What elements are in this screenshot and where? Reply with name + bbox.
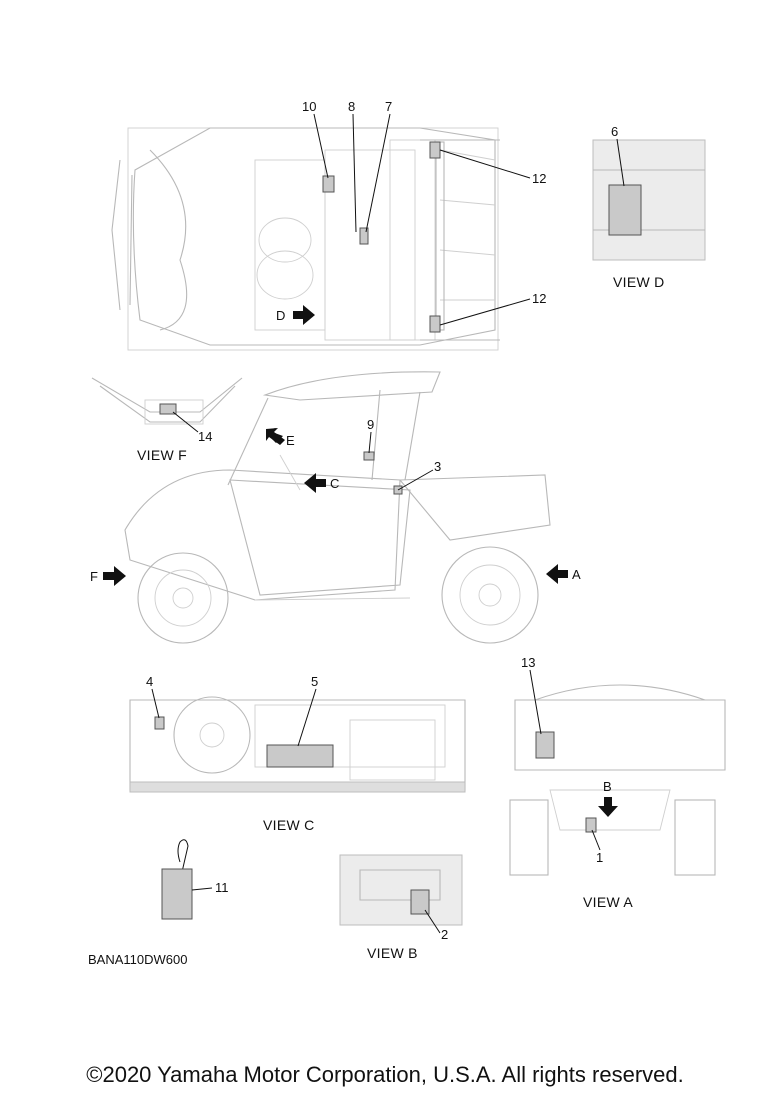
decal-1 (585, 817, 597, 833)
decal-14 (159, 403, 177, 415)
view-arrow-e-label: E (286, 433, 295, 448)
callout-6: 6 (611, 124, 618, 139)
view-arrow-b-label: B (603, 779, 612, 794)
copyright-notice: ©2020 Yamaha Motor Corporation, U.S.A. A… (86, 1062, 684, 1087)
callout-12-lower: 12 (532, 291, 546, 306)
decal-9 (363, 451, 375, 461)
callout-4: 4 (146, 674, 153, 689)
view-d-illustration (592, 139, 706, 261)
decal-13 (535, 731, 555, 759)
callout-8: 8 (348, 99, 355, 114)
view-b-illustration (339, 854, 463, 926)
view-b-title: VIEW B (367, 945, 418, 961)
view-a-title: VIEW A (583, 894, 633, 910)
view-arrow-c-icon (304, 473, 326, 493)
callout-11: 11 (215, 880, 229, 895)
part-code: BANA110DW600 (88, 952, 187, 967)
callout-3: 3 (434, 459, 441, 474)
decal-2 (410, 889, 430, 915)
callout-13: 13 (521, 655, 535, 670)
callout-14: 14 (198, 429, 212, 444)
callout-9: 9 (367, 417, 374, 432)
view-c-illustration (129, 696, 466, 793)
view-arrow-a-icon (546, 564, 568, 584)
callout-5: 5 (311, 674, 318, 689)
callout-1: 1 (596, 850, 603, 865)
view-arrow-f-label: F (90, 569, 98, 584)
view-d-title: VIEW D (613, 274, 665, 290)
view-arrow-c-label: C (330, 476, 339, 491)
view-arrow-a-label: A (572, 567, 581, 582)
side-view-callouts: 9 3 E C F A (90, 417, 581, 586)
decal-10 (322, 175, 335, 193)
decal-12-top (429, 141, 441, 159)
top-view-illustration (111, 127, 500, 351)
decal-11 (161, 868, 193, 920)
view-f-illustration (91, 377, 243, 425)
view-a-illustration (509, 684, 726, 876)
view-arrow-d-icon (293, 305, 315, 325)
decal-6 (608, 184, 642, 236)
callout-10: 10 (302, 99, 316, 114)
view-arrow-f-icon (103, 566, 126, 586)
callout-2: 2 (441, 927, 448, 942)
item-11-tag (161, 839, 193, 920)
decal-5 (266, 744, 334, 768)
view-c-title: VIEW C (263, 817, 315, 833)
decal-12-bottom (429, 315, 441, 333)
callout-7: 7 (385, 99, 392, 114)
view-arrow-b-icon (598, 797, 618, 817)
view-f-title: VIEW F (137, 447, 187, 463)
view-arrow-d-label: D (276, 308, 285, 323)
decal-4 (154, 716, 165, 730)
decal-7 (359, 227, 369, 245)
callout-12-upper: 12 (532, 171, 546, 186)
top-view-callouts: 10 8 7 12 12 D (276, 99, 546, 326)
